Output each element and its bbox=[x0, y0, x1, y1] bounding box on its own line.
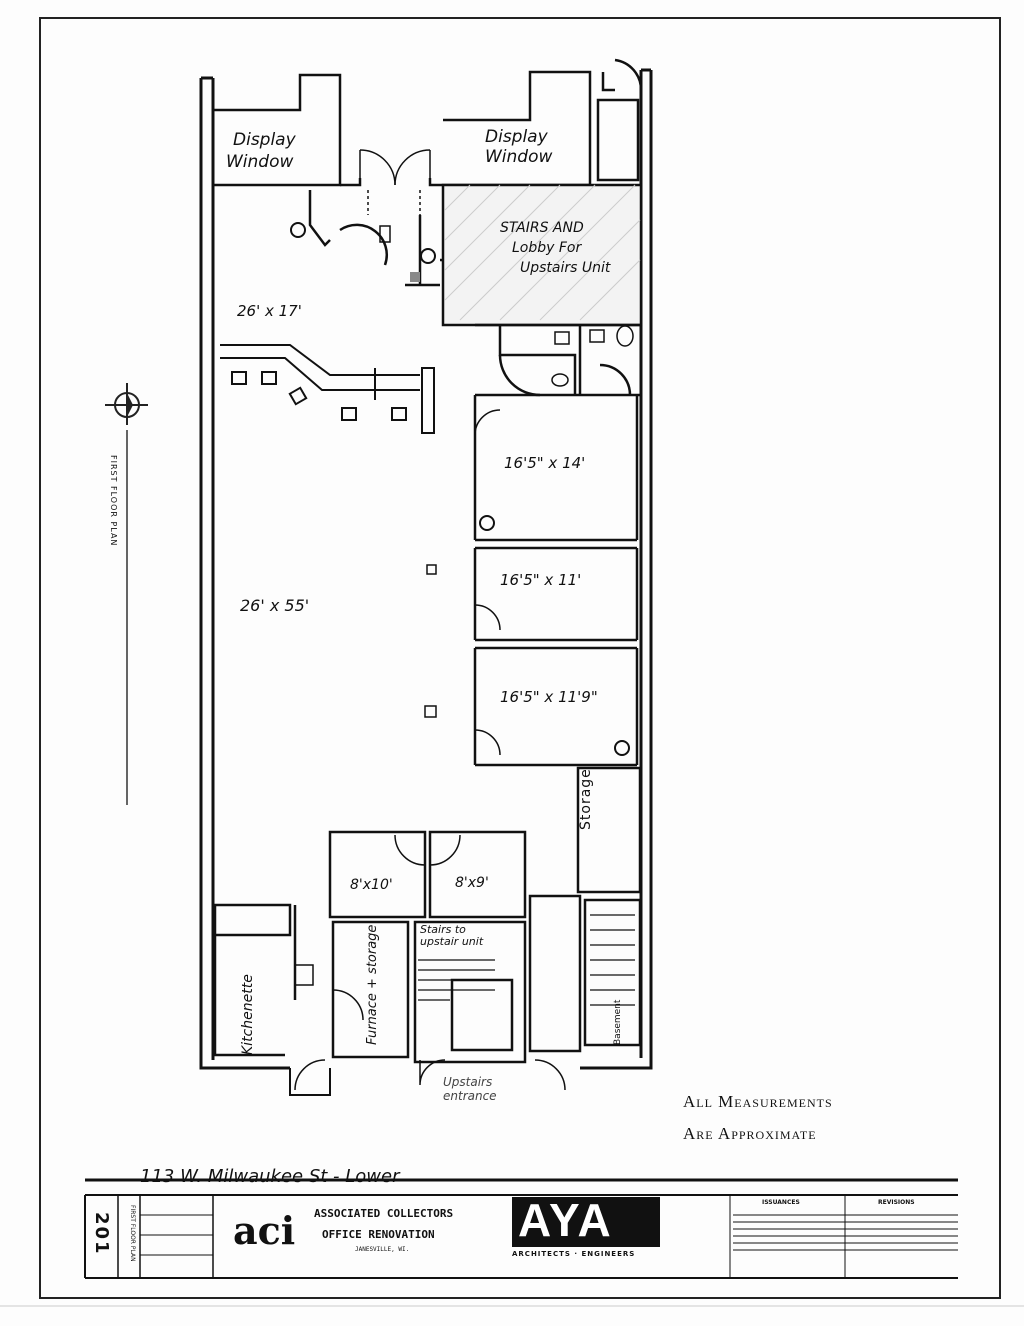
label-office-1: 16'5" x 14' bbox=[504, 454, 586, 472]
office-1-door[interactable] bbox=[474, 409, 501, 436]
column-marker bbox=[426, 564, 437, 575]
rear-rooms bbox=[328, 830, 642, 1064]
sheet-title: FIRST FLOOR PLAN bbox=[129, 1205, 136, 1262]
label-room-8x9: 8'x9' bbox=[455, 875, 489, 891]
office-walls bbox=[473, 395, 639, 767]
revisions-header: REVISIONS bbox=[878, 1199, 915, 1206]
label-room-8x10: 8'x10' bbox=[350, 877, 393, 893]
aya-logo bbox=[512, 1197, 660, 1247]
note-line-1: All Measurements bbox=[683, 1092, 833, 1111]
sprinkler-icon bbox=[479, 515, 495, 531]
storage-room bbox=[576, 766, 642, 894]
firm-logo-text: AYA bbox=[518, 1194, 613, 1246]
firm-sub: ARCHITECTS · ENGINEERS bbox=[512, 1250, 636, 1258]
column-marker bbox=[410, 272, 420, 282]
sheet-border bbox=[39, 17, 1001, 1299]
label-front-room: 26' x 17' bbox=[237, 302, 302, 320]
issuances-header: ISSUANCES bbox=[762, 1199, 800, 1206]
sprinkler-icon bbox=[290, 222, 306, 238]
title-block bbox=[84, 1178, 958, 1279]
label-office-2: 16'5" x 11' bbox=[500, 571, 582, 589]
upstairs-entrance-door[interactable] bbox=[419, 1059, 446, 1086]
label-furnace: Furnace + storage bbox=[365, 924, 380, 1045]
note-line-2: Are Approximate bbox=[683, 1124, 817, 1143]
office-2-door[interactable] bbox=[474, 604, 501, 631]
rear-door[interactable] bbox=[534, 1059, 566, 1091]
restrooms bbox=[475, 323, 641, 397]
sprinkler-icon bbox=[614, 740, 630, 756]
display-window-left-outline bbox=[213, 73, 342, 187]
client-line-2: OFFICE RENOVATION bbox=[322, 1228, 435, 1241]
column-marker bbox=[424, 705, 437, 718]
label-upstairs-entrance: Upstairs entrance bbox=[443, 1075, 497, 1103]
client-line-3: JANESVILLE, WI. bbox=[355, 1246, 410, 1253]
stairs-lobby-area bbox=[441, 183, 643, 327]
label-office-3: 16'5" x 11'9" bbox=[500, 688, 598, 706]
side-label: FIRST FLOOR PLAN bbox=[109, 455, 118, 547]
label-main-room: 26' x 55' bbox=[240, 596, 310, 615]
front-entry-doors[interactable] bbox=[359, 149, 431, 215]
aci-logo: aci bbox=[233, 1208, 296, 1253]
kitchenette-area bbox=[213, 903, 566, 1096]
client-line-1: ASSOCIATED COLLECTORS bbox=[314, 1207, 454, 1220]
outlet-icon bbox=[379, 225, 391, 243]
label-storage: Storage bbox=[578, 768, 594, 830]
sheet-number: 201 bbox=[91, 1212, 112, 1256]
sprinkler-icon bbox=[420, 248, 436, 264]
label-stairs-upstairs: Stairs to upstair unit bbox=[420, 923, 484, 948]
address-title: 113 W. Milwaukee St - Lower bbox=[140, 1166, 400, 1187]
label-basement: Basement bbox=[613, 999, 623, 1045]
north-arrow-icon bbox=[105, 383, 148, 425]
office-3-door[interactable] bbox=[474, 729, 501, 756]
reception-counter bbox=[220, 344, 435, 434]
dw-left-line1: Display bbox=[233, 130, 297, 150]
label-kitchenette: Kitchenette bbox=[240, 974, 256, 1055]
